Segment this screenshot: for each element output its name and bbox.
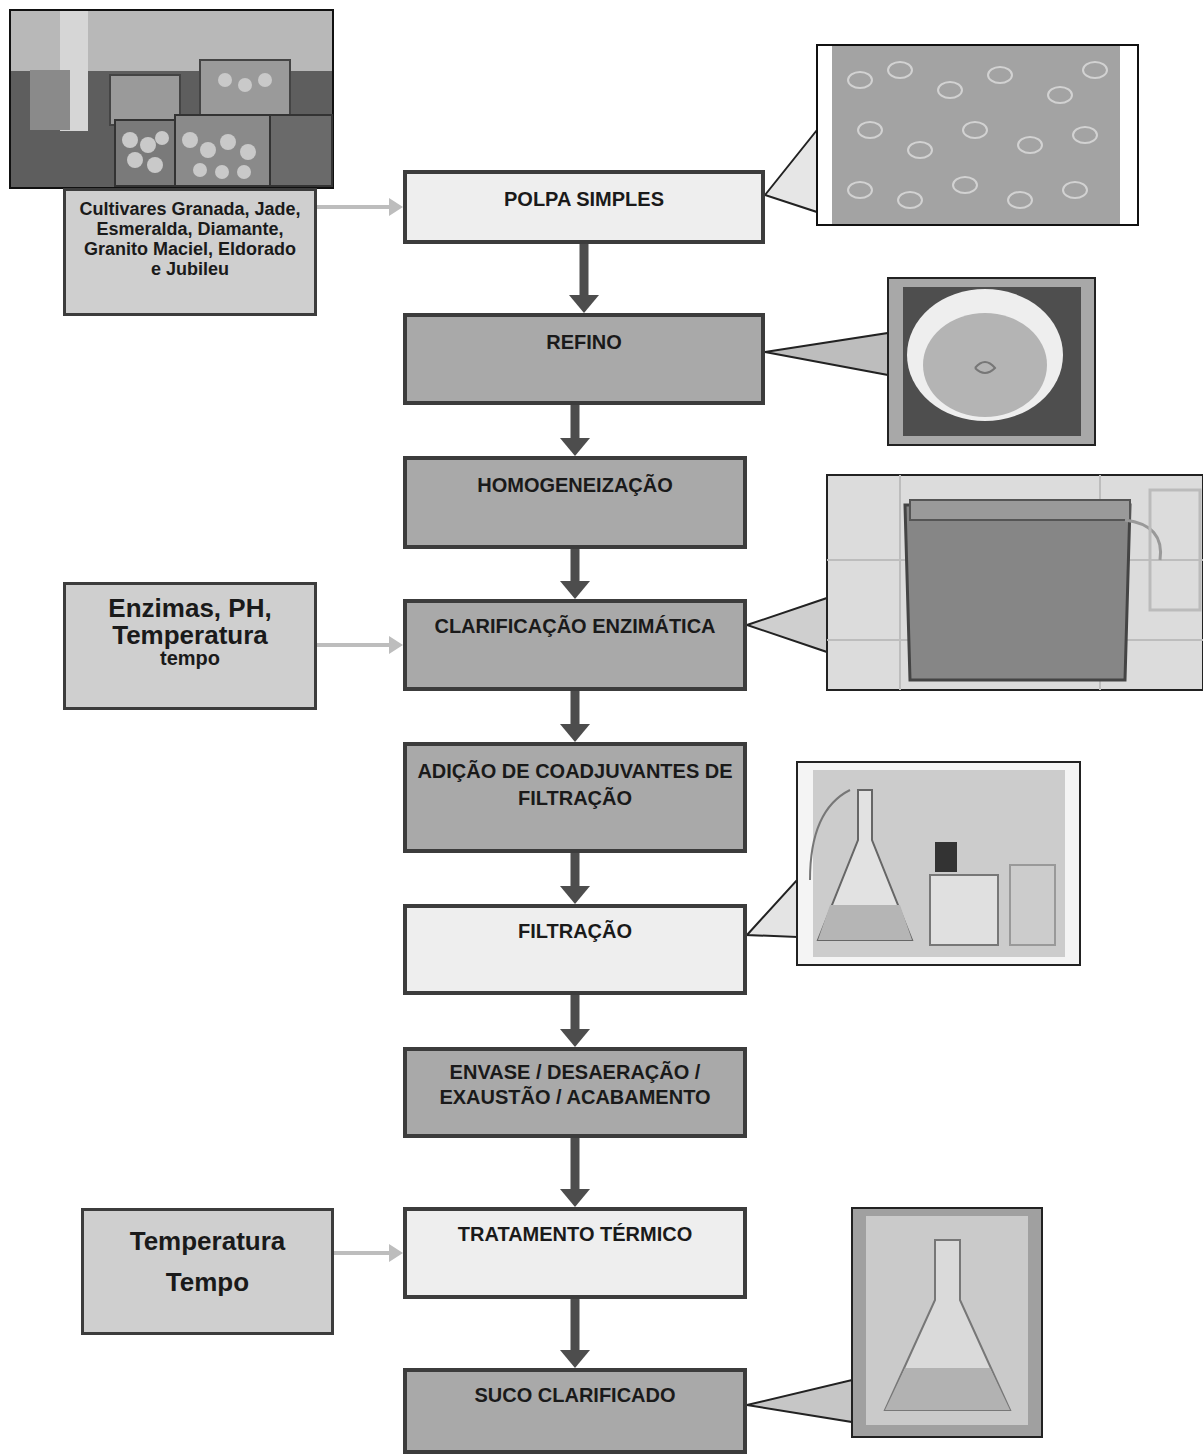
arrow-line: [571, 405, 580, 440]
arrow-head: [560, 724, 590, 742]
arrow-head: [389, 636, 403, 654]
fruit-crates-photo: [10, 10, 333, 188]
node-text: Enzimas, PH, Temperatura: [76, 595, 304, 648]
flow-arrow: [560, 1138, 590, 1207]
flow-arrow: [560, 853, 590, 904]
arrow-head: [560, 1350, 590, 1368]
node-text: POLPA SIMPLES: [417, 186, 751, 212]
arrow-head: [560, 581, 590, 599]
process-box: TRATAMENTO TÉRMICO: [403, 1207, 747, 1299]
arrow-head: [560, 886, 590, 904]
arrow-line: [571, 853, 580, 888]
arrow-line: [571, 1299, 580, 1352]
flow-arrow: [560, 549, 590, 599]
process-box: REFINO: [403, 313, 765, 405]
beaker-photo: [827, 475, 1203, 690]
arrow-head: [389, 1244, 403, 1262]
flow-arrow: [560, 691, 590, 742]
flow-arrow: [569, 244, 599, 313]
arrow-line: [317, 643, 391, 647]
node-text: tempo: [76, 648, 304, 668]
arrow-head: [389, 198, 403, 216]
process-box: HOMOGENEIZAÇÃO: [403, 456, 747, 549]
pulp-photo: [817, 45, 1138, 225]
node-text: Tempo: [94, 1268, 321, 1297]
node-text: ENVASE / DESAERAÇÃO / EXAUSTÃO / ACABAME…: [415, 1060, 735, 1110]
process-box: POLPA SIMPLES: [403, 170, 765, 244]
flow-arrow: [334, 1244, 403, 1262]
arrow-head: [560, 1029, 590, 1047]
callout-pointer: [747, 1380, 852, 1422]
process-box: FILTRAÇÃO: [403, 904, 747, 995]
node-text: TRATAMENTO TÉRMICO: [417, 1221, 733, 1247]
input-box: Cultivares Granada, Jade, Esmeralda, Dia…: [63, 188, 317, 316]
callout-pointer: [747, 880, 797, 937]
arrow-line: [580, 244, 589, 297]
arrow-line: [571, 1138, 580, 1191]
bucket-photo: [888, 278, 1095, 445]
flow-arrow: [560, 1299, 590, 1368]
node-text: FILTRAÇÃO: [417, 918, 733, 944]
flow-arrow: [560, 995, 590, 1047]
arrow-head: [560, 438, 590, 456]
node-text: REFINO: [417, 329, 751, 355]
arrow-line: [317, 205, 391, 209]
node-text: SUCO CLARIFICADO: [417, 1382, 733, 1408]
parameter-box: Enzimas, PH, Temperaturatempo: [63, 582, 317, 710]
process-box: CLARIFICAÇÃO ENZIMÁTICA: [403, 599, 747, 691]
node-text: Temperatura: [94, 1227, 321, 1256]
process-box: SUCO CLARIFICADO: [403, 1368, 747, 1454]
arrow-head: [569, 295, 599, 313]
node-text: HOMOGENEIZAÇÃO: [417, 472, 733, 498]
flow-arrow: [560, 405, 590, 456]
arrow-line: [571, 549, 580, 583]
flow-arrow: [317, 636, 403, 654]
filtration-photo: [797, 762, 1080, 965]
flask-photo: [852, 1208, 1042, 1437]
flow-arrow: [317, 198, 403, 216]
callout-pointer: [765, 130, 817, 212]
arrow-line: [571, 691, 580, 726]
node-text: Cultivares Granada, Jade, Esmeralda, Dia…: [78, 199, 302, 280]
arrow-head: [560, 1189, 590, 1207]
arrow-line: [334, 1251, 391, 1255]
node-text: CLARIFICAÇÃO ENZIMÁTICA: [417, 613, 733, 639]
node-text: ADIÇÃO DE COADJUVANTES DE FILTRAÇÃO: [417, 758, 733, 812]
callout-pointer: [747, 598, 827, 652]
parameter-box: TemperaturaTempo: [81, 1208, 334, 1335]
process-box: ADIÇÃO DE COADJUVANTES DE FILTRAÇÃO: [403, 742, 747, 853]
callout-pointer: [765, 333, 888, 375]
process-box: ENVASE / DESAERAÇÃO / EXAUSTÃO / ACABAME…: [403, 1047, 747, 1138]
arrow-line: [571, 995, 580, 1031]
